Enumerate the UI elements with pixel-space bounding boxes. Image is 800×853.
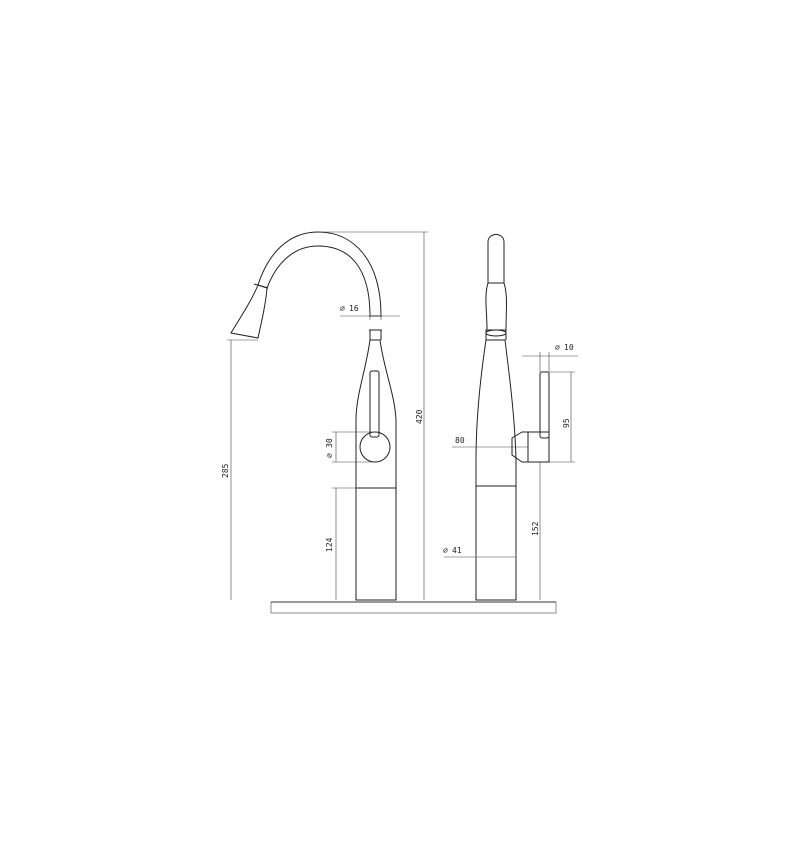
dim-lever-diameter-sym: ⌀	[555, 343, 560, 352]
dim-total-height: 420	[415, 409, 424, 424]
countertop-base	[270, 601, 557, 614]
front-spray-head	[230, 284, 268, 339]
dim-handle-diameter: 30	[325, 438, 334, 448]
side-top-cap	[487, 234, 505, 283]
front-spout-neck	[369, 329, 382, 340]
dim-base-height-side: 152	[531, 521, 540, 536]
dim-base-height: 124	[325, 537, 334, 552]
dim-projection: 80	[455, 436, 465, 445]
dim-lever-length: 95	[562, 418, 571, 428]
dim-handle-diameter-sym: ⌀	[325, 453, 334, 458]
side-spray-head	[485, 282, 507, 331]
dimensions: ⌀ 16 ⌀ 30 124 285 420 ⌀ 10 95 80	[221, 231, 578, 600]
dim-lever-diameter: 10	[564, 343, 574, 352]
dim-spout-diameter-sym: ⌀	[340, 304, 345, 313]
dim-spout-diameter: 16	[349, 304, 359, 313]
dim-body-diameter: 41	[452, 546, 462, 555]
front-body	[355, 339, 397, 601]
side-lever	[539, 371, 550, 439]
dim-body-diameter-sym: ⌀	[443, 546, 448, 555]
dim-outlet-height: 285	[221, 463, 230, 478]
front-lever	[369, 370, 380, 438]
side-body	[475, 339, 517, 601]
side-view	[475, 234, 550, 601]
front-view	[230, 231, 397, 601]
